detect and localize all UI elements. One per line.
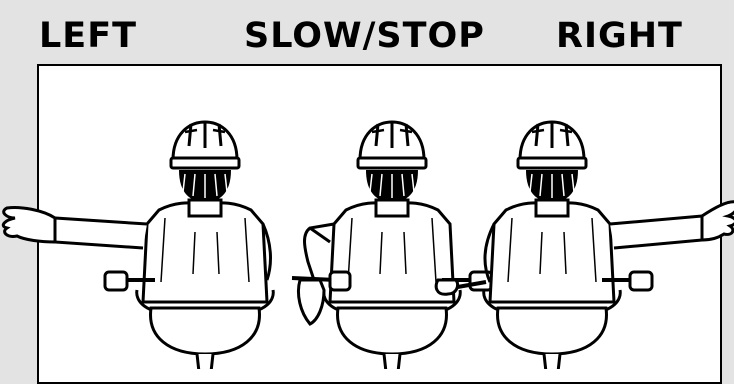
hand-signals-illustration (0, 0, 734, 369)
right-signal-rider (436, 122, 734, 369)
left-signal-rider (3, 122, 273, 369)
slow-stop-signal-rider (292, 122, 492, 369)
